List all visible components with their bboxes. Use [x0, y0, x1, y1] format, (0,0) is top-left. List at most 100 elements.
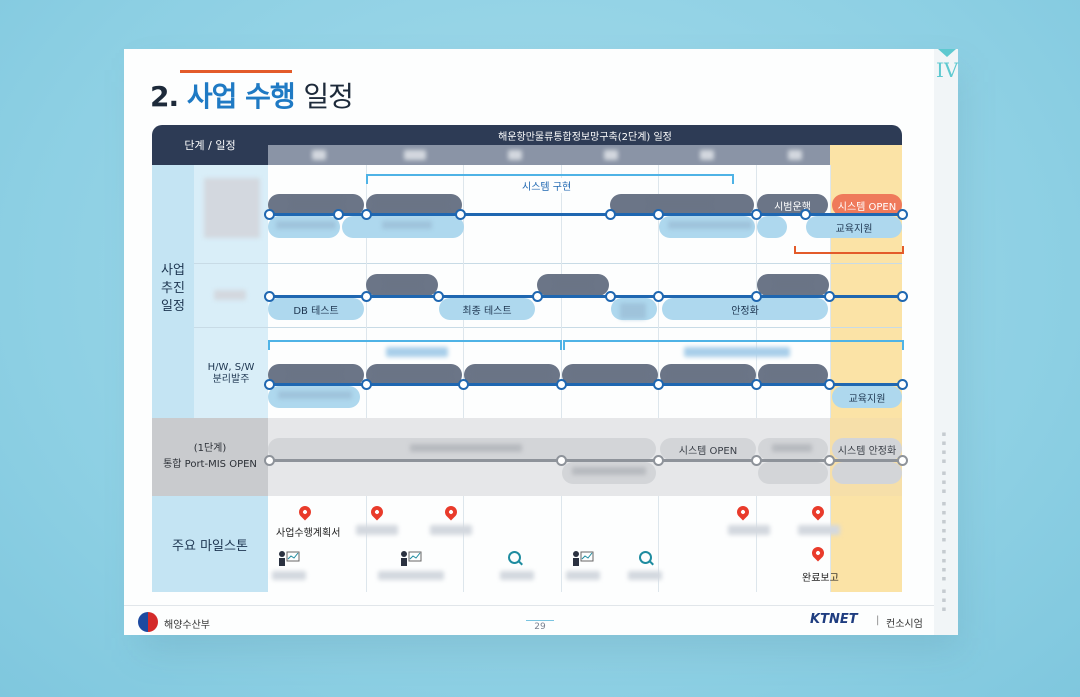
task-label-blurred — [620, 303, 646, 319]
task-label-blurred — [572, 370, 646, 378]
milestone-label-blurred — [272, 571, 306, 580]
timeline-node — [264, 379, 275, 390]
month-label-blurred — [312, 150, 326, 160]
timeline-node — [751, 291, 762, 302]
task-label-blurred — [572, 467, 646, 475]
timeline-node — [264, 209, 275, 220]
row-label-blurred — [204, 178, 260, 238]
side-note-blurred: ▪▪▪▪ ▪▪▪ ▪▪▪▪▪ ▪▪▪▪ ▪▪▪ — [940, 430, 948, 614]
task-label-blurred — [276, 221, 336, 229]
presentation-icon — [279, 551, 300, 566]
task-label-blurred — [292, 200, 342, 208]
task-label-blurred — [776, 280, 810, 288]
magnifier-icon — [508, 551, 521, 564]
timeline-node — [556, 379, 567, 390]
timeline-node — [824, 455, 835, 466]
header-project-title: 해운항만물류통합정보망구축(2단계) 일정 — [268, 125, 902, 145]
task-training: 교육지원 — [806, 216, 902, 238]
task-label-blurred — [670, 370, 744, 378]
title-rest: 일정 — [303, 80, 354, 113]
month-label-blurred — [404, 150, 426, 160]
grid-line — [463, 165, 464, 592]
slide-page-edge — [934, 49, 958, 635]
title-accent: 사업 수행 — [186, 80, 296, 113]
task-db-test: DB 테스트 — [268, 298, 364, 320]
bracket-system-impl — [366, 174, 734, 184]
grid-line — [658, 165, 659, 592]
milestone-label-blurred — [798, 525, 840, 535]
row-label-blurred — [214, 290, 246, 300]
timeline-node — [824, 379, 835, 390]
timeline-node — [653, 455, 664, 466]
presentation-icon — [573, 551, 594, 566]
month-label-blurred — [604, 150, 618, 160]
task-label-blurred — [768, 370, 818, 378]
milestone-label-blurred — [628, 571, 662, 580]
milestone-label-blurred — [728, 525, 770, 535]
presentation-icon — [401, 551, 422, 566]
timeline-row1 — [268, 213, 902, 216]
milestone-label-blurred — [430, 525, 472, 535]
label-system-impl: 시스템 구현 — [518, 178, 576, 193]
task-label-blurred — [376, 370, 450, 378]
milestone-label-blurred — [378, 571, 444, 580]
timeline-phase1 — [268, 459, 902, 462]
task-bar — [758, 462, 828, 484]
ministry-name: 해양수산부 — [164, 620, 210, 631]
bookmark-icon — [938, 49, 956, 57]
header-months-row — [268, 145, 902, 165]
milestone-completion-report: 완료보고 — [802, 573, 839, 584]
ministry-logo-icon — [138, 612, 158, 632]
timeline-node — [605, 291, 616, 302]
task-label-blurred — [556, 280, 590, 288]
timeline-node — [361, 291, 372, 302]
timeline-node — [455, 209, 466, 220]
milestone-label-blurred — [356, 525, 398, 535]
footer-separator: | — [876, 615, 880, 626]
task-system-open: 시스템 OPEN — [832, 194, 902, 216]
title-accent-bar — [180, 70, 292, 73]
grid-line — [830, 165, 831, 592]
timeline-node — [653, 209, 664, 220]
timeline-node — [751, 379, 762, 390]
timeline-node — [532, 291, 543, 302]
timeline-node — [361, 379, 372, 390]
section-band — [152, 165, 194, 418]
task-label-blurred — [376, 200, 446, 208]
section-label-project: 사업 추진 일정 — [161, 263, 185, 314]
task-label-blurred — [382, 221, 432, 229]
row-label-phase1: (1단계) 통합 Port-MIS OPEN — [152, 418, 268, 496]
bracket-sw — [563, 340, 904, 350]
task-bar — [832, 462, 902, 484]
open-bracket — [794, 246, 904, 254]
ktnet-logo: KTNET — [810, 612, 858, 627]
timeline-node — [458, 379, 469, 390]
task-label-blurred — [386, 280, 420, 288]
header-stage-schedule: 단계 / 일정 — [152, 125, 268, 165]
timeline-node — [751, 455, 762, 466]
task-system-stabilize: 시스템 안정화 — [832, 438, 902, 460]
milestone-label-blurred — [500, 571, 534, 580]
milestone-label-blurred — [566, 571, 600, 580]
task-system-open-phase1: 시스템 OPEN — [660, 438, 756, 460]
task-label-blurred — [650, 200, 710, 208]
task-bar — [757, 216, 787, 238]
milestone-plan-doc: 사업수행계획서 — [276, 528, 341, 539]
task-label-blurred — [410, 444, 522, 452]
bracket-label-blurred — [386, 347, 448, 357]
timeline-node — [333, 209, 344, 220]
page-number: 29 — [526, 620, 554, 632]
month-label-blurred — [788, 150, 802, 160]
magnifier-icon — [639, 551, 652, 564]
timeline-node — [897, 209, 908, 220]
timeline-node — [824, 291, 835, 302]
timeline-row3 — [268, 383, 902, 386]
timeline-node — [653, 379, 664, 390]
row-label-milestone: 주요 마일스톤 — [152, 496, 268, 592]
grid-line — [561, 165, 562, 592]
timeline-node — [897, 379, 908, 390]
timeline-node — [605, 209, 616, 220]
bracket-hw — [268, 340, 562, 350]
timeline-node — [361, 209, 372, 220]
row-divider — [194, 327, 902, 328]
